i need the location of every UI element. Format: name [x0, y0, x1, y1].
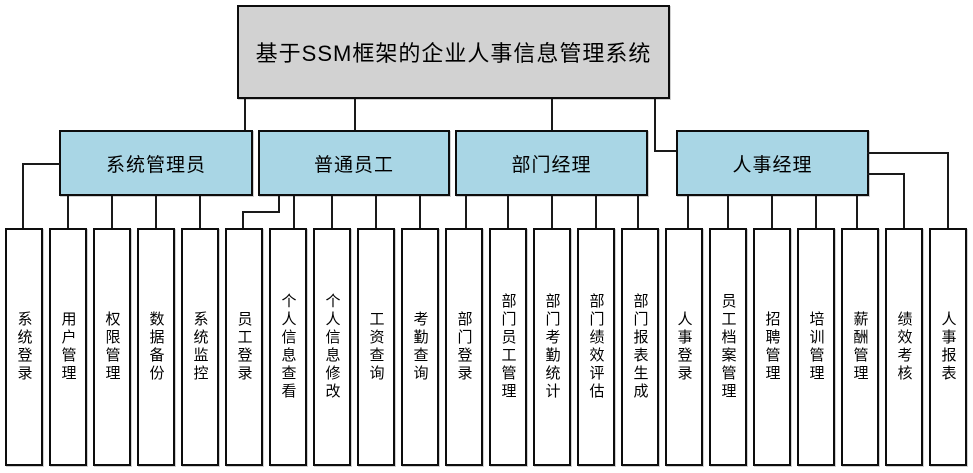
connector-line: [22, 163, 60, 165]
leaf-node-system-monitoring: 系统监控: [181, 228, 219, 466]
leaf-node-personal-info-view: 个人信息查看: [269, 228, 307, 466]
leaf-node-salary-query: 工资查询: [357, 228, 395, 466]
connector-line: [856, 196, 858, 228]
leaf-label: 部门登录: [455, 311, 473, 383]
connector-line: [595, 196, 597, 228]
leaf-node-department-login: 部门登录: [445, 228, 483, 466]
leaf-label: 考勤查询: [411, 311, 429, 383]
connector-line: [637, 196, 639, 228]
root-node-title: 基于SSM框架的企业人事信息管理系统: [237, 5, 670, 99]
connector-line: [815, 196, 817, 228]
group-node-department-manager: 部门经理: [455, 130, 648, 196]
leaf-label: 系统登录: [15, 311, 33, 383]
leaf-node-training-management: 培训管理: [797, 228, 835, 466]
connector-line: [551, 196, 553, 228]
leaf-node-department-report-generation: 部门报表生成: [621, 228, 659, 466]
leaf-label: 数据备份: [147, 311, 165, 383]
connector-line: [278, 196, 280, 213]
leaf-label: 绩效考核: [895, 311, 913, 383]
leaf-node-performance-assessment: 绩效考核: [885, 228, 923, 466]
leaf-node-department-employee-management: 部门员工管理: [489, 228, 527, 466]
group-node-hr-manager: 人事经理: [676, 130, 869, 196]
connector-line: [331, 196, 333, 228]
leaf-node-employee-file-management: 员工档案管理: [709, 228, 747, 466]
group-node-system-admin: 系统管理员: [59, 130, 253, 196]
leaf-label: 个人信息查看: [279, 293, 297, 401]
connector-line: [727, 196, 729, 228]
leaf-label: 部门报表生成: [631, 293, 649, 401]
leaf-label: 个人信息修改: [323, 293, 341, 401]
leaf-label: 招聘管理: [763, 311, 781, 383]
connector-line: [22, 163, 24, 228]
connector-line: [244, 99, 246, 130]
leaf-label: 薪酬管理: [851, 311, 869, 383]
connector-line: [507, 196, 509, 228]
connector-line: [293, 196, 295, 228]
leaf-node-employee-login: 员工登录: [225, 228, 263, 466]
connector-line: [375, 196, 377, 228]
connector-line: [654, 99, 656, 152]
leaf-label: 权限管理: [103, 311, 121, 383]
leaf-label: 人事登录: [675, 311, 693, 383]
connector-line: [867, 173, 905, 175]
leaf-node-department-performance-evaluation: 部门绩效评估: [577, 228, 615, 466]
connector-line: [903, 173, 905, 228]
leaf-node-recruitment-management: 招聘管理: [753, 228, 791, 466]
leaf-node-hr-report: 人事报表: [929, 228, 967, 466]
leaf-label: 培训管理: [807, 311, 825, 383]
leaf-node-personal-info-edit: 个人信息修改: [313, 228, 351, 466]
leaf-label: 系统监控: [191, 311, 209, 383]
connector-line: [67, 196, 69, 228]
leaf-node-system-login: 系统登录: [5, 228, 43, 466]
leaf-node-compensation-management: 薪酬管理: [841, 228, 879, 466]
leaf-label: 工资查询: [367, 311, 385, 383]
leaf-label: 员工登录: [235, 311, 253, 383]
connector-line: [354, 99, 356, 130]
connector-line: [111, 196, 113, 228]
leaf-label: 用户管理: [59, 311, 77, 383]
connector-line: [155, 196, 157, 228]
leaf-label: 部门绩效评估: [587, 293, 605, 401]
leaf-label: 员工档案管理: [719, 293, 737, 401]
leaf-node-department-attendance-stats: 部门考勤统计: [533, 228, 571, 466]
leaf-label: 部门考勤统计: [543, 293, 561, 401]
leaf-node-permission-management: 权限管理: [93, 228, 131, 466]
connector-line: [771, 196, 773, 228]
connector-line: [419, 196, 421, 228]
leaf-node-user-management: 用户管理: [49, 228, 87, 466]
connector-line: [242, 211, 244, 228]
connector-line: [947, 152, 949, 228]
leaf-node-attendance-query: 考勤查询: [401, 228, 439, 466]
connector-line: [654, 150, 676, 152]
connector-line: [687, 196, 689, 228]
connector-line: [867, 152, 949, 154]
connector-line: [242, 211, 280, 213]
leaf-node-hr-login: 人事登录: [665, 228, 703, 466]
leaf-label: 人事报表: [939, 311, 957, 383]
leaf-label: 部门员工管理: [499, 293, 517, 401]
connector-line: [465, 196, 467, 228]
connector-line: [199, 196, 201, 228]
leaf-node-data-backup: 数据备份: [137, 228, 175, 466]
group-node-regular-employee: 普通员工: [258, 130, 450, 196]
connector-line: [551, 99, 553, 130]
